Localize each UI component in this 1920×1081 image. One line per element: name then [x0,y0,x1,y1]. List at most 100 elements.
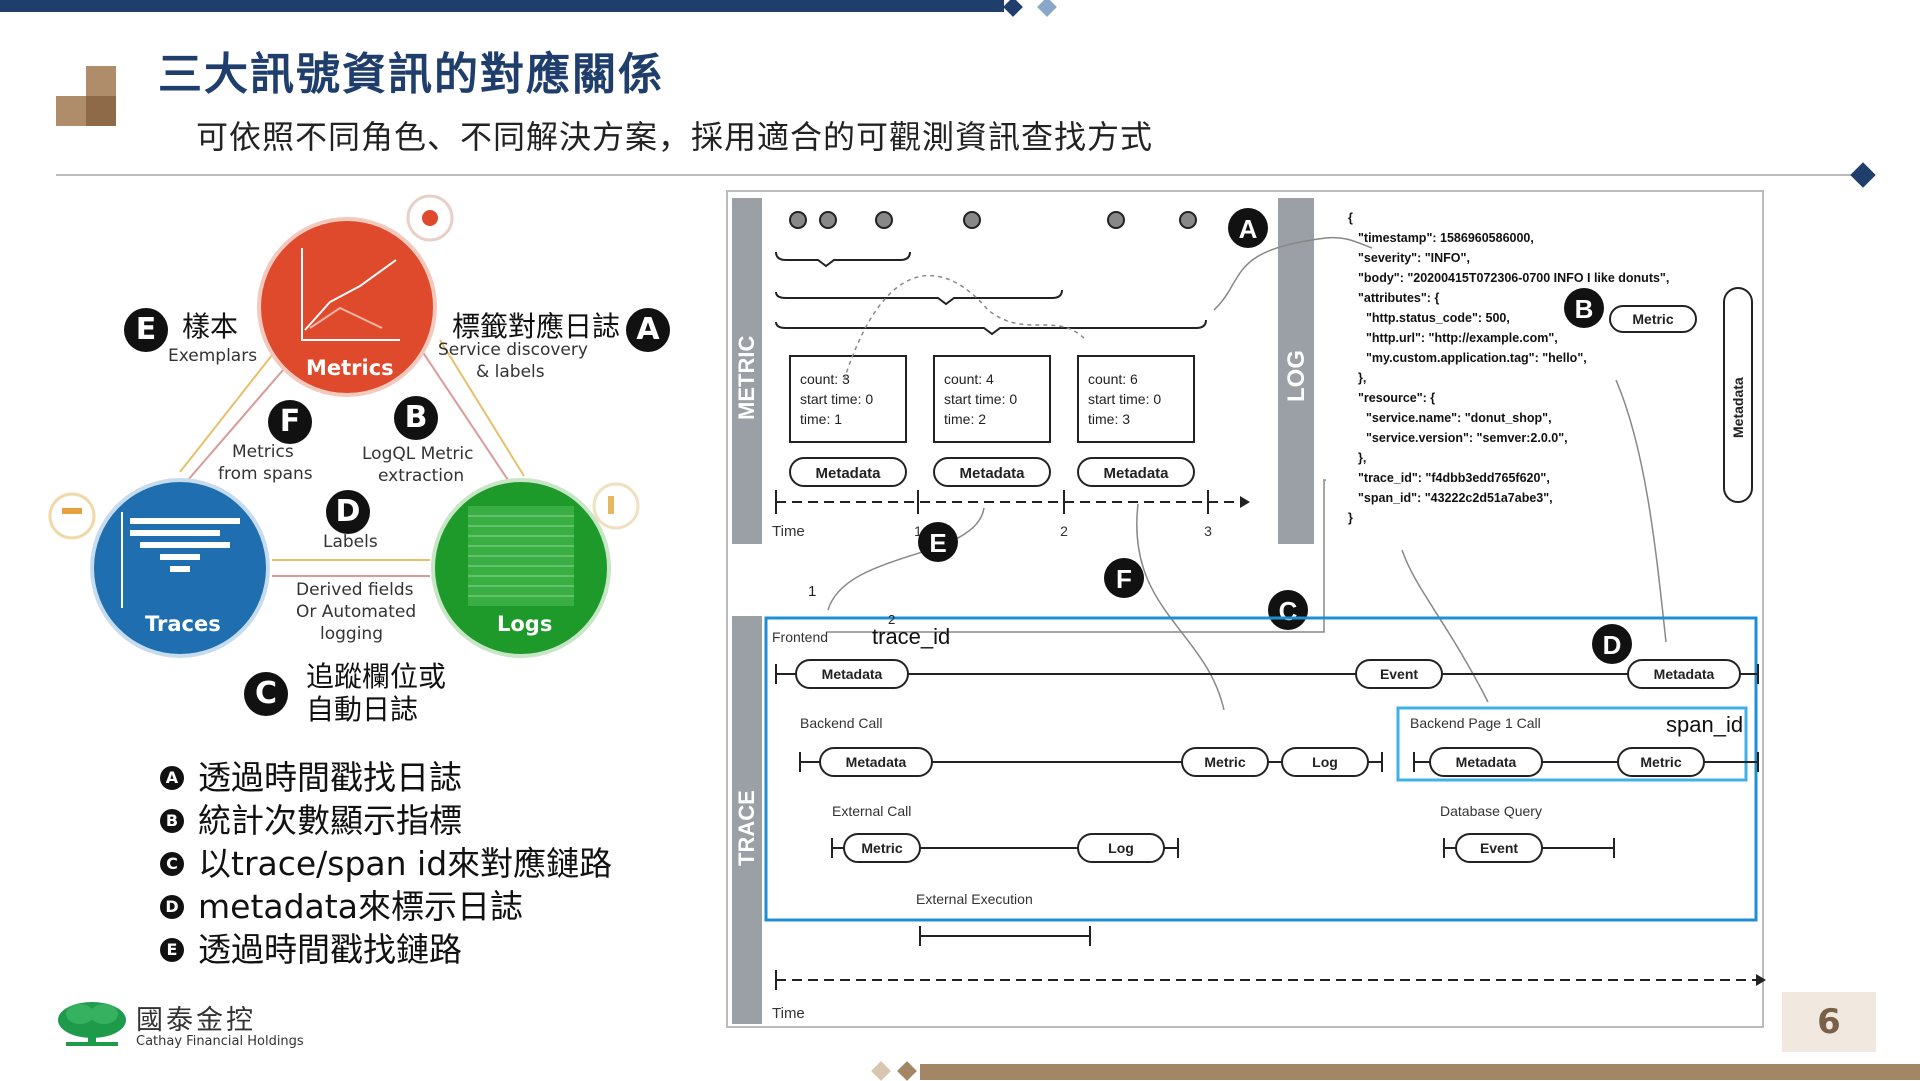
arrow-metrics-traces [179,344,281,473]
brace-1 [775,251,911,268]
log-metadata-pill [1723,287,1753,503]
logo-english-name: Cathay Financial Holdings [136,1034,304,1049]
count-line: start time: 0 [1088,391,1161,407]
svg-text:Metadata: Metadata [1654,666,1715,682]
svg-text:"timestamp": 1586960586000,: "timestamp": 1586960586000, [1358,231,1534,245]
brace-3 [775,319,1207,336]
legend-text: 統計次數顯示指標 [198,801,462,840]
frontend-label: Frontend [772,629,828,645]
metadata-label: Metadata [815,465,881,482]
legend-text: metadata來標示日誌 [198,887,523,926]
brace-2 [775,289,1063,306]
svg-text:Metric: Metric [1640,754,1681,770]
svg-text:},: }, [1358,451,1366,465]
legend-text: 透過時間戳找鏈路 [198,930,462,969]
service-discovery-label: Service discovery [438,340,588,360]
diagram-badge-a [1228,208,1268,248]
footer-accent-bar [920,1064,1920,1080]
metadata-pill [1077,457,1195,487]
marker-1: 1 [808,583,816,600]
count-box [1077,355,1195,443]
tick-label: 3 [1204,523,1212,539]
traces-satellite-icon [48,492,96,540]
backend-page-label: Backend Page 1 Call [1410,715,1541,731]
diagram-badge-b [1564,288,1604,328]
legend-badge: D [160,894,184,919]
svg-text:"severity": "INFO",: "severity": "INFO", [1358,251,1470,265]
count-line: count: 4 [944,371,994,387]
observability-diagram: METRIC LOG TRACE count: 3 start time: 0 … [726,190,1766,1028]
footer-diamond [871,1061,891,1081]
metadata-pill [789,457,907,487]
title-decor-square [86,96,116,126]
logs-satellite-icon [592,482,640,530]
legend-badge: B [160,808,184,833]
log-json: { "timestamp": 1586960586000, "severity"… [1348,211,1669,525]
page-title: 三大訊號資訊的對應關係 [158,49,664,100]
footer-diamond [897,1061,917,1081]
top-accent-bar [0,0,1004,12]
svg-text:"resource": {: "resource": { [1358,391,1435,405]
svg-text:{: { [1348,211,1353,225]
diagram-badge-f [1104,558,1144,598]
page-subtitle: 可依照不同角色、不同解決方案，採用適合的可觀測資訊查找方式 [196,118,1154,156]
marker-2: 2 [888,612,895,627]
title-decor-square [56,96,86,126]
count-line: time: 1 [800,411,842,427]
db-query-label: Database Query [1440,803,1542,819]
badge-e: E [124,308,168,352]
count-line: time: 3 [1088,411,1130,427]
diagram-badge-c [1268,590,1308,630]
event-dot [875,211,893,229]
metrics-from-label: Metrics [232,442,294,462]
legend-text: 以trace/span id來對應鏈路 [198,844,613,883]
arrow-logs-metrics [419,347,509,481]
event-dot [819,211,837,229]
sample-cn-label: 樣本 [182,310,239,343]
svg-text:"attributes": {: "attributes": { [1358,291,1439,305]
svg-text:},: }, [1358,371,1366,385]
event-dot [1179,211,1197,229]
svg-text:"service.name": "donut_shop",: "service.name": "donut_shop", [1366,411,1552,425]
badge-f: F [268,400,312,444]
external-call-label: External Call [832,803,911,819]
event-dot [963,211,981,229]
trace-id-label: trace_id [872,624,950,649]
exemplars-label: Exemplars [168,346,258,366]
log-band [1278,198,1314,544]
pointer-d [1615,379,1667,643]
badge-a: A [626,308,670,352]
svg-text:"service.version": "semver:2.0: "service.version": "semver:2.0.0", [1366,431,1568,445]
count-line: time: 2 [944,411,986,427]
svg-text:D: D [1603,630,1622,660]
diagram-badges: A B E F C D [918,208,1632,664]
svg-text:Log: Log [1108,840,1134,856]
from-spans-label: from spans [218,464,313,484]
count-line: count: 6 [1088,371,1138,387]
cathay-logo-icon [58,1002,126,1046]
badge-d: D [326,490,370,534]
badge-c: C [244,672,288,716]
legend-text: 透過時間戳找日誌 [198,758,462,797]
svg-text:F: F [1116,564,1132,594]
svg-text:Metric: Metric [1204,754,1245,770]
signal-triangle-diagram [48,194,640,658]
event-dot [789,211,807,229]
svg-text:Metadata: Metadata [822,666,883,682]
svg-text:Log: Log [1312,754,1338,770]
count-line: start time: 0 [944,391,1017,407]
svg-text:"body": "20200415T072306-0700: "body": "20200415T072306-0700 INFO I lik… [1358,271,1669,285]
logql-label: LogQL Metric [362,444,474,464]
top-diamond [1037,0,1057,17]
top-diamond [1003,0,1023,17]
header-divider [56,174,1856,176]
tick-label: 2 [1060,523,1068,539]
trace-highlight-box [764,616,1758,922]
extraction-label: extraction [378,466,465,486]
metadata-label: Metadata [959,465,1025,482]
metadata-pill [933,457,1051,487]
log-band-label: LOG [1283,350,1310,402]
